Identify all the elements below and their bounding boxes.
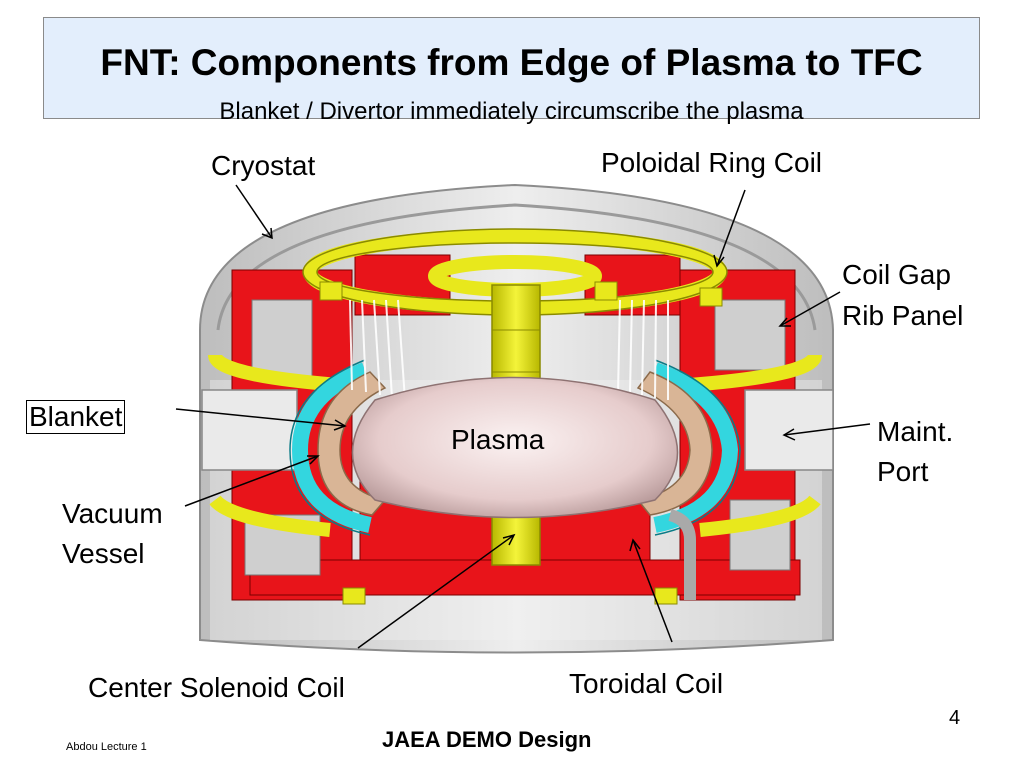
- vacuum-vessel-outline: [289, 359, 741, 536]
- solenoid-leader-line: [357, 534, 515, 649]
- title-box: FNT: Components from Edge of Plasma to T…: [43, 17, 980, 125]
- coilgap-leader-line: [779, 291, 841, 327]
- vacuum-vessel: [291, 362, 739, 533]
- label-toroidal-coil: Toroidal Coil: [569, 668, 724, 699]
- footer-author: Abdou Lecture 1: [66, 741, 147, 753]
- footer-caption: JAEA DEMO Design: [382, 727, 592, 752]
- blanket-arrow-head: [333, 419, 347, 431]
- label-cryostat: Cryostat: [211, 150, 316, 181]
- solenoid-arrow-head: [502, 533, 516, 546]
- label-port: Port: [877, 456, 929, 487]
- cryostat-leader-line: [235, 184, 273, 239]
- label-vessel: Vessel: [62, 538, 145, 569]
- maint-arrow-head: [782, 428, 796, 441]
- plasma-torus: [351, 376, 679, 519]
- label-maint: Maint.: [877, 416, 954, 447]
- label-center-solenoid-coil: Center Solenoid Coil: [88, 672, 345, 703]
- poloidal-leader-line: [716, 189, 746, 267]
- toroidal-arrow-head: [629, 538, 641, 552]
- vacuum-arrow-head: [307, 455, 320, 465]
- slide-title: FNT: Components from Edge of Plasma to T…: [100, 42, 923, 83]
- label-poloidal-ring-coil: Poloidal Ring Coil: [601, 147, 823, 178]
- blanket-pipes: [349, 299, 669, 401]
- cryostat-arrow-head: [261, 227, 273, 240]
- label-plasma: Plasma: [451, 424, 545, 455]
- coilgap-arrow-head: [778, 317, 791, 327]
- vacuum-leader-line: [184, 455, 319, 507]
- poloidal-arrow-head: [713, 254, 725, 268]
- blanket-modules: [317, 371, 713, 516]
- page-number: 4: [949, 707, 961, 729]
- maint-leader-line: [783, 423, 871, 436]
- blanket-leader-line: [175, 408, 346, 427]
- label-blanket: Blanket: [26, 400, 126, 434]
- leader-lines: [175, 184, 871, 649]
- label-vacuum: Vacuum: [62, 498, 163, 529]
- rib-panels: [244, 299, 791, 576]
- coil-supports: [319, 281, 723, 605]
- divertor-pipe: [668, 509, 696, 600]
- label-coil-gap: Coil Gap: [842, 259, 951, 290]
- toroidal-leader-line: [632, 539, 673, 643]
- slide-subtitle: Blanket / Divertor immediately circumscr…: [219, 98, 804, 125]
- maintenance-ports: [201, 389, 834, 471]
- label-rib-panel: Rib Panel: [842, 300, 964, 331]
